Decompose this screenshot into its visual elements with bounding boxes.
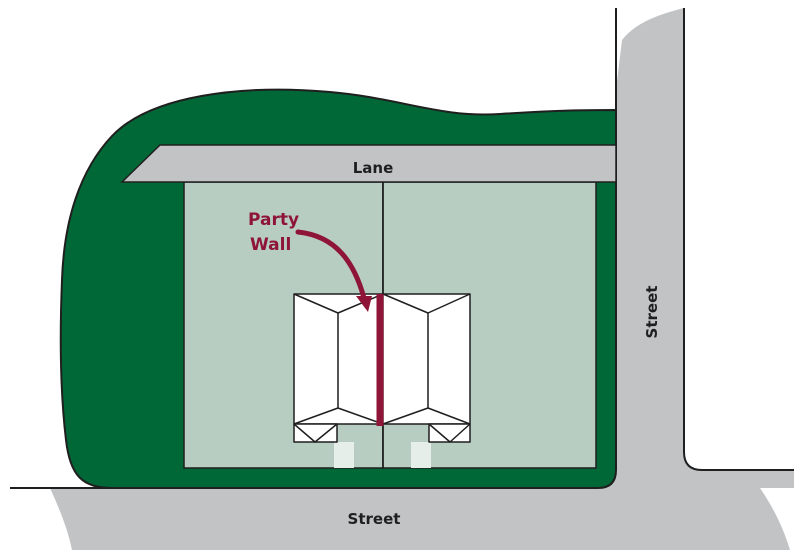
driveway-left xyxy=(334,442,354,468)
roof-line-right xyxy=(427,293,471,425)
porch-right xyxy=(428,423,471,443)
party-wall-arrow xyxy=(295,229,367,301)
party-wall-label-line1: Party xyxy=(248,210,299,230)
driveway-right xyxy=(411,442,431,468)
porch-left-roof xyxy=(293,423,338,443)
roof-ridge-left-top xyxy=(337,293,384,314)
street-right-label: Street xyxy=(643,286,661,339)
roof-ridge-right-top xyxy=(382,293,429,314)
roof-line-left xyxy=(293,293,339,425)
curb-line-left xyxy=(10,8,617,489)
street-bottom-label: Street xyxy=(348,510,401,528)
roof-ridge-right-bottom xyxy=(382,407,429,425)
semi-detached-house xyxy=(293,293,471,443)
lane-label: Lane xyxy=(353,159,394,177)
party-wall-label-line2: Wall xyxy=(250,235,291,255)
lane xyxy=(120,144,617,183)
porch-left xyxy=(293,423,338,443)
house-right-footprint xyxy=(382,293,471,425)
street-right xyxy=(598,8,794,488)
roof-ridge-left-bottom xyxy=(337,407,384,425)
porch-right-roof xyxy=(428,423,471,443)
street-bottom xyxy=(50,488,790,550)
party-wall-arrowhead xyxy=(356,296,372,312)
curb-line-right xyxy=(683,8,794,471)
